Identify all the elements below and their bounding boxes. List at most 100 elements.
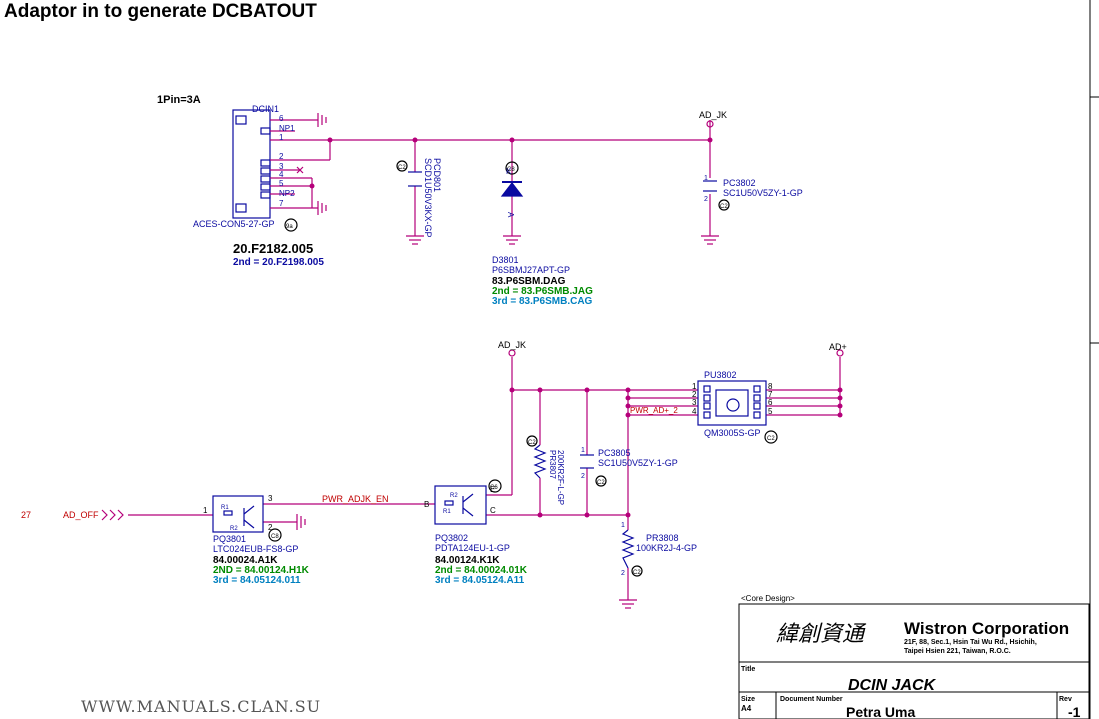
resistor-label: R2 xyxy=(230,526,238,532)
resistor-label: R1 xyxy=(443,509,451,515)
pin-label: 6 xyxy=(768,398,773,407)
diode-pin-a: A xyxy=(506,212,515,218)
marker-label: C2 xyxy=(398,165,406,171)
cap-part: SCD1U50V3KX-GP xyxy=(423,158,433,238)
pin-label: 4 xyxy=(279,170,284,179)
watermark: WWW.MANUALS.CLAN.SU xyxy=(81,697,321,716)
resistor-label: R1 xyxy=(221,505,229,511)
connector-ref: DCIN1 xyxy=(252,104,279,114)
pin-label: 1 xyxy=(279,133,284,142)
pin-label: 3 xyxy=(279,162,284,171)
transistor-pq3802 xyxy=(434,485,487,525)
diode-pn-2nd: 2nd = 83.P6SMB.JAG xyxy=(492,286,593,297)
pin-label: C xyxy=(490,506,496,515)
resistor-pr3808 xyxy=(621,529,635,569)
marker-label: C8 xyxy=(271,534,279,540)
dcin1-connector xyxy=(232,109,271,219)
pin-label: 1 xyxy=(704,175,708,182)
marker-label: C2 xyxy=(720,204,728,210)
resistor-pr3807 xyxy=(533,444,547,479)
net-port-icon xyxy=(836,349,844,357)
resistor-label: R2 xyxy=(450,493,458,499)
sheet-ref: 27 xyxy=(21,510,31,520)
capacitor-pc3802 xyxy=(703,180,717,192)
pin-current-note: 1Pin=3A xyxy=(157,94,201,106)
pin-label: 1 xyxy=(621,522,625,529)
junction-dots xyxy=(509,387,843,518)
marker-label: C2 xyxy=(597,480,605,486)
net-label-adplus: AD+ xyxy=(829,342,847,352)
cap-part: SC1U50V5ZY-1-GP xyxy=(598,458,678,468)
marker-label: C2 xyxy=(528,440,536,446)
marker-label: C2 xyxy=(767,436,775,442)
pin-label: 2 xyxy=(704,196,708,203)
pin-label: 2 xyxy=(581,473,585,480)
transistor-pn-3rd: 3rd = 84.05124.011 xyxy=(213,575,301,586)
bottom-section xyxy=(101,349,844,609)
net-label-adjk: AD_JK xyxy=(498,340,526,350)
ground-icon xyxy=(296,514,306,530)
pin-label: 2 xyxy=(268,523,273,532)
diode-pn: 83.P6SBM.DAG xyxy=(492,276,566,287)
diode-ref: D3801 xyxy=(492,255,519,265)
marker-label: C8 xyxy=(507,167,515,173)
pin-label: 2 xyxy=(279,152,284,161)
pin-label: 5 xyxy=(279,179,284,188)
title-block-text: <Core Design> 緯創資通 Wistron Corporation 2… xyxy=(741,594,1081,719)
sheet-title: DCIN JACK xyxy=(848,677,937,694)
pin-label: NP2 xyxy=(279,189,295,198)
company-address-2: Taipei Hsien 221, Taiwan, R.O.C. xyxy=(904,648,1011,655)
transistor-pn-3rd: 3rd = 84.05124.A11 xyxy=(435,575,525,586)
cap-ref: PC3802 xyxy=(723,178,756,188)
transistor-ref: PQ3802 xyxy=(435,533,468,543)
pin-label: 1 xyxy=(203,506,208,515)
pin-label: 7 xyxy=(279,199,284,208)
core-design-label: <Core Design> xyxy=(741,594,795,603)
pin-label: E xyxy=(490,485,495,494)
pin-label: 3 xyxy=(692,398,697,407)
pin-label: NP1 xyxy=(279,124,295,133)
top-labels: 1Pin=3A DCIN1 6 NP1 1 2 3 4 5 NP2 7 ACES… xyxy=(157,94,803,307)
offpage-arrow-icon xyxy=(101,509,124,521)
title-label: Title xyxy=(741,666,755,673)
resistor-part: 100KR2J-4-GP xyxy=(636,543,697,553)
document-number-label: Document Number xyxy=(780,696,843,703)
size-label: Size xyxy=(741,696,755,703)
pin-label: 2 xyxy=(692,390,697,399)
marker-label: 9a xyxy=(286,224,293,230)
connector-pn: 20.F2182.005 xyxy=(233,241,313,256)
diode-pin-k: K xyxy=(506,167,512,176)
connector-pn-2nd: 2nd = 20.F2198.005 xyxy=(233,257,324,268)
pin-label: 1 xyxy=(692,382,697,391)
rev-label: Rev xyxy=(1059,696,1072,703)
pin-label: 7 xyxy=(768,390,773,399)
net-label-pwr-adplus: PWR_AD+_2 xyxy=(630,406,678,415)
chinese-company-name: 緯創資通 xyxy=(776,622,867,647)
ground-icon xyxy=(406,235,719,245)
net-label-ad-off: AD_OFF xyxy=(63,510,99,520)
capacitor-pc3805 xyxy=(580,454,594,469)
cap-part: SC1U50V5ZY-1-GP xyxy=(723,188,803,198)
marker-icon xyxy=(284,160,730,232)
mosfet-ref: PU3802 xyxy=(704,370,737,380)
chassis-ground-icon xyxy=(317,113,327,215)
ground-icon xyxy=(619,599,637,609)
pin-label: B xyxy=(424,500,429,509)
marker-icon xyxy=(268,430,778,577)
resistor-ref: PR3808 xyxy=(646,533,679,543)
title-block xyxy=(738,603,1090,719)
transistor-pn-2nd: 2nd = 84.00024.01K xyxy=(435,565,528,576)
diode-d3801 xyxy=(500,181,524,197)
pin-label: 2 xyxy=(621,570,625,577)
junction-dots xyxy=(309,137,713,189)
page-title: Adaptor in to generate DCBATOUT xyxy=(4,1,317,22)
transistor-ref: PQ3801 xyxy=(213,534,246,544)
company-name: Wistron Corporation xyxy=(904,619,1069,638)
pin-label: 5 xyxy=(768,407,773,416)
transistor-part: PDTA124EU-1-GP xyxy=(435,543,510,553)
cap-ref: PC3805 xyxy=(598,448,631,458)
connector-pin-wires xyxy=(270,119,711,236)
pin-label: 6 xyxy=(279,114,284,123)
net-port-icon xyxy=(706,120,714,128)
rev-value: -1 xyxy=(1068,704,1081,719)
